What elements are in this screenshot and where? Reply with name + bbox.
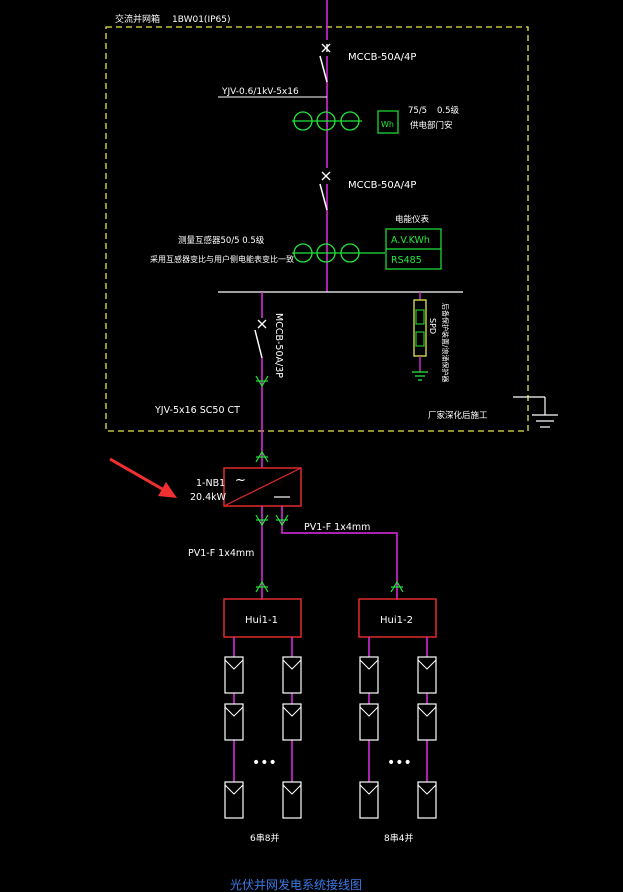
pv-module-diode (359, 659, 379, 670)
pv-module (224, 703, 244, 741)
ellipsis-right: ••• (387, 755, 412, 771)
inverter-ac-symbol: ~ (235, 473, 246, 488)
string-group-1-label: 6串8并 (250, 832, 279, 844)
pv-module (359, 781, 379, 819)
surge-protector (412, 292, 428, 381)
combiner-box-2 (358, 598, 437, 638)
ct-meter-desc: 供电部门安 (410, 120, 453, 131)
dc-line-right (281, 506, 398, 600)
pv-module (417, 656, 437, 694)
pv-module-diode (359, 784, 379, 795)
pv-string-array (224, 637, 437, 819)
cable-terminal-arrow (255, 375, 269, 388)
string-group-2-label: 8串4并 (384, 832, 413, 844)
pv-module (224, 656, 244, 694)
monitor-meter-reading: A.V.KWh (391, 235, 430, 246)
pv-module (282, 781, 302, 819)
cable-terminal-arrow-inverter-top (255, 450, 269, 463)
utility-energy-meter (377, 110, 399, 134)
ellipsis-left: ••• (252, 755, 277, 771)
pv-cable-right-label: PV1-F 1x4mm (304, 522, 370, 533)
breaker-branch (254, 319, 267, 359)
pv-module (224, 781, 244, 819)
combiner-box-2-label: Hui1-2 (380, 615, 413, 626)
monitor-meter-port: RS485 (391, 255, 422, 266)
pv-module-diode (282, 659, 302, 670)
pv-module-diode (224, 784, 244, 795)
combiner-box-1-label: Hui1-1 (245, 615, 278, 626)
pv-cable-left-label: PV1-F 1x4mm (188, 548, 254, 559)
pv-module-diode (282, 706, 302, 717)
pv-module-diode (417, 784, 437, 795)
external-ground-symbol (513, 396, 558, 428)
breaker-second-label: MCCB-50A/4P (348, 180, 416, 191)
pv-module-diode (224, 706, 244, 717)
breaker-branch-label: MCCB-50A/3P (273, 313, 284, 378)
ct-monitor-line2: 采用互感器变比与用户侧电能表变比一致 (150, 254, 294, 264)
factory-note: 厂家深化后施工 (428, 410, 488, 421)
outgoing-cable-label: YJV-5x16 SC50 CT (154, 405, 240, 416)
grid-box-model: 1BW01(IP65) (172, 15, 231, 25)
pv-module-diode (417, 659, 437, 670)
current-transformer-monitoring (292, 243, 385, 263)
spd-label: SPD (428, 318, 437, 334)
combiner-box-1 (223, 598, 302, 638)
pv-module (417, 781, 437, 819)
diagram-caption: 光伏并网发电系统接线图 (230, 877, 362, 892)
inverter-diagonal (223, 467, 302, 507)
inverter-power: 20.4kW (190, 492, 227, 503)
monitor-meter-title: 电能仪表 (395, 214, 430, 225)
breaker-top (319, 40, 331, 83)
pv-module (417, 703, 437, 741)
pv-module-diode (417, 706, 437, 717)
pv-module-diode (224, 659, 244, 670)
pv-module-diode (359, 706, 379, 717)
ct-monitor-line1: 测量互感器50/5 0.5级 (178, 235, 265, 246)
pv-module (359, 703, 379, 741)
ct-meter-ratio: 75/5 (408, 106, 427, 116)
inverter-id: 1-NB1 (196, 478, 225, 489)
grid-box-title: 交流并网箱 (115, 13, 160, 25)
breaker-top-label: MCCB-50A/4P (348, 52, 416, 63)
incoming-cable-label: YJV-0.6/1kV-5x16 (221, 87, 299, 97)
pv-module-diode (282, 784, 302, 795)
pv-module (282, 703, 302, 741)
grid-box-enclosure (105, 26, 529, 432)
utility-energy-meter-label: Wh (381, 120, 394, 129)
ct-meter-class: 0.5级 (437, 105, 460, 116)
spd-desc: 后备保护装置/浪涌保护器 (441, 303, 450, 382)
pv-module (359, 656, 379, 694)
pv-module (282, 656, 302, 694)
current-transformer-metering (292, 111, 362, 131)
cable-terminal-arrows-dc (255, 514, 404, 593)
annotation-arrow (109, 457, 177, 498)
breaker-second (319, 168, 331, 211)
